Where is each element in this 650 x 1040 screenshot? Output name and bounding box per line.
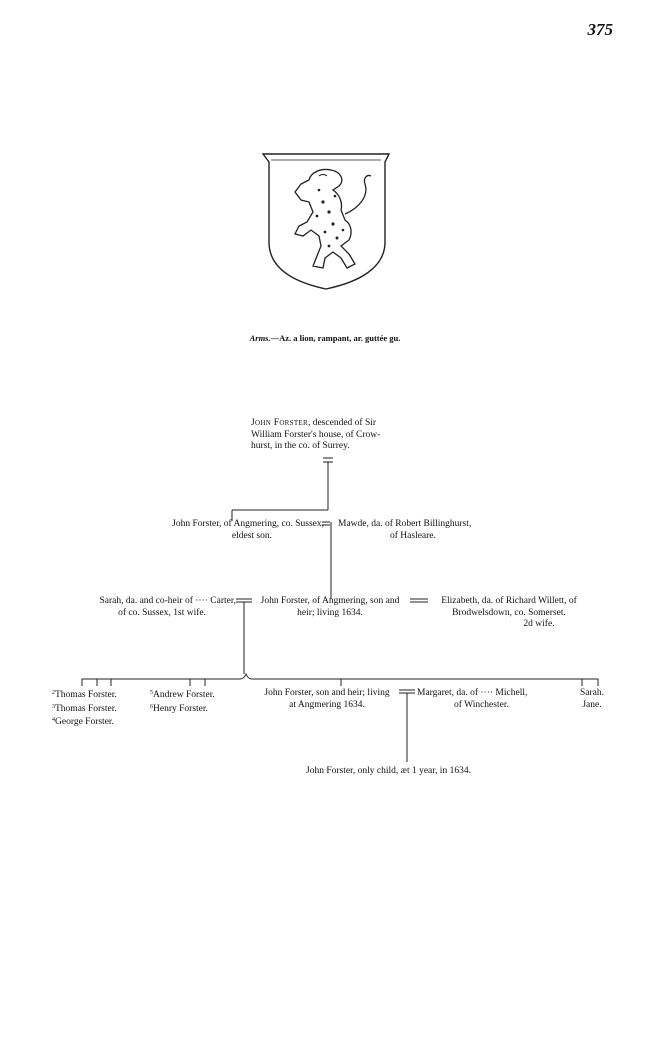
arms-label: Arms. [249,333,271,343]
gen4-sons-a-entry: 2Thomas Forster. 3Thomas Forster. 4Georg… [52,688,117,729]
gen4-sons-a-line-3: George Forster. [55,717,114,727]
shield-lion-rampant-icon [261,153,391,290]
gen3-elizabeth-line-1: Elizabeth, da. of Richard Willett, of [441,596,577,606]
gen5-john-entry: John Forster, only child, æt 1 year, in … [306,766,471,778]
gen5-john-line-1: John Forster, only child, æt 1 year, in … [306,766,471,776]
gen4-sons-b-line-1: Andrew Forster. [153,690,215,700]
arms-text: —Az. a lion, rampant, ar. guttée gu. [270,333,401,343]
gen4-john-line-2: at Angmering 1634. [289,699,365,710]
gen4-sons-a-num-2: 3 [52,703,55,710]
gen4-sons-a-num-1: 2 [52,690,55,696]
founder-name: John Forster [251,418,308,428]
gen2-john-entry: John Forster, of Angmering, co. Sussex, … [146,519,324,542]
gen2-john-line-2: eldest son. [231,530,272,541]
founder-line-2: William Forster's house, of Crow- [251,429,381,440]
gen4-sons-b-num-1: 5 [150,690,153,696]
gen4-sons-a-line-1: Thomas Forster. [55,690,117,700]
gen3-sarah-line-2: of co. Sussex, 1st wife. [118,607,206,618]
gen4-sons-a-line-2: Thomas Forster. [55,703,117,714]
gen3-elizabeth-entry: Elizabeth, da. of Richard Willett, of Br… [426,596,592,631]
gen4-john-entry: John Forster, son and heir; living at An… [252,688,402,711]
gen4-sons-b-entry: 5Andrew Forster. 6Henry Forster. [150,688,215,715]
gen3-john-entry: John Forster, of Angmering, son and heir… [250,596,410,619]
gen4-sons-a-num-3: 4 [52,717,55,723]
gen2-mawde-entry: Mawde, da. of Robert Billinghurst, of Ha… [338,519,471,542]
gen4-sons-b-line-2: Henry Forster. [153,703,208,714]
gen3-sarah-entry: Sarah, da. and co-heir of ···· Carter, o… [60,596,236,619]
founder-entry: John Forster, descended of Sir William F… [251,418,380,453]
gen4-daughters-line-2: Jane. [582,699,602,710]
gen2-john-line-1: John Forster, of Angmering, co. Sussex, [172,519,324,529]
gen3-john-line-2: heir; living 1634. [297,607,363,618]
gen4-margaret-line-2: of Winchester. [454,699,509,710]
gen4-daughters-entry: Sarah. Jane. [570,688,614,711]
gen2-mawde-line-1: Mawde, da. of Robert Billinghurst, [338,519,472,529]
gen3-john-line-1: John Forster, of Angmering, son and [260,596,400,606]
founder-line-1: , descended of Sir [307,418,377,428]
gen4-sons-b-num-2: 6 [150,703,153,710]
page-number: 375 [587,20,614,39]
gen4-margaret-line-1: Margaret, da. of ···· Michell, [417,688,528,698]
gen4-john-line-1: John Forster, son and heir; living [264,688,390,698]
founder-line-3: hurst, in the co. of Surrey. [251,441,350,451]
gen4-margaret-entry: Margaret, da. of ···· Michell, of Winche… [417,688,527,711]
gen3-sarah-line-1: Sarah, da. and co-heir of ···· Carter, [99,596,236,606]
arms-blazon: Arms.—Az. a lion, rampant, ar. guttée gu… [0,333,650,343]
gen2-mawde-line-2: of Hasleare. [390,530,436,541]
gen3-elizabeth-line-3: 2d wife. [523,619,555,629]
gen4-daughters-line-1: Sarah. [579,688,604,698]
gen3-elizabeth-line-2: Brodwelsdown, co. Somerset. [452,607,566,618]
